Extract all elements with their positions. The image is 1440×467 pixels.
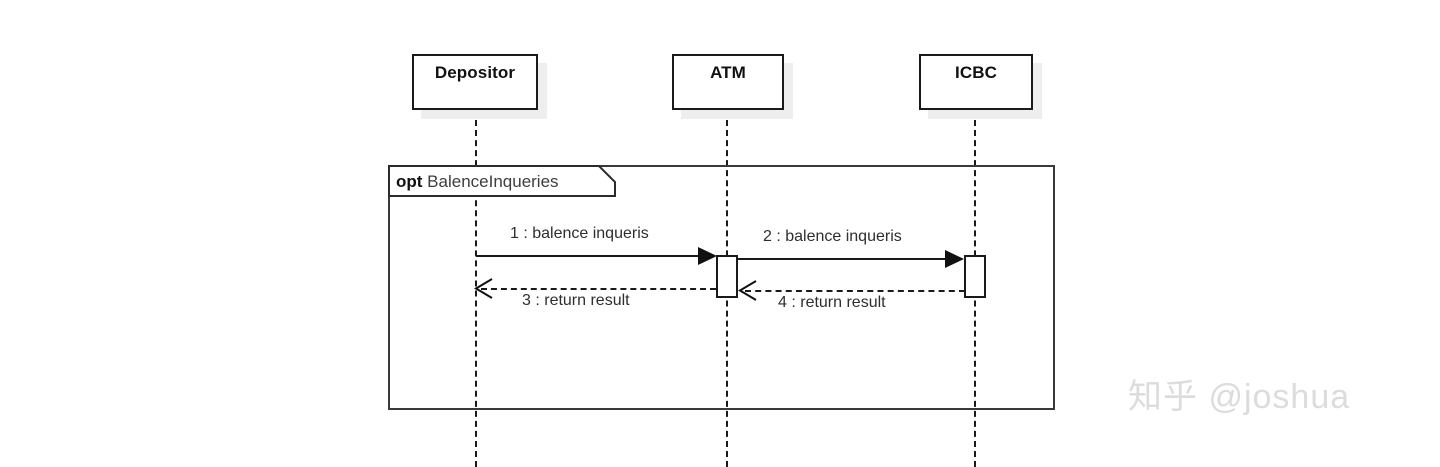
activation-bar-icbc[interactable]: [964, 255, 986, 298]
fragment-operator-tab: [388, 165, 618, 198]
participant-icbc[interactable]: ICBC: [919, 54, 1033, 110]
message-3-arrowhead-open: [472, 278, 494, 300]
participant-atm[interactable]: ATM: [672, 54, 784, 110]
message-2-label: 2 : balence inqueris: [763, 228, 902, 245]
activation-bar-atm[interactable]: [716, 255, 738, 298]
fragment-label: opt BalenceInqueries: [396, 173, 559, 190]
message-3-line[interactable]: [481, 288, 716, 290]
message-1-arrowhead-filled: [697, 245, 719, 267]
message-1-label: 1 : balence inqueris: [510, 225, 649, 242]
message-3-label: 3 : return result: [522, 292, 630, 309]
participant-icbc-label: ICBC: [955, 63, 997, 82]
watermark: 知乎 @joshua: [1128, 378, 1351, 416]
participant-atm-label: ATM: [710, 63, 746, 82]
participant-depositor-label: Depositor: [434, 63, 516, 82]
message-1-line[interactable]: [476, 255, 712, 257]
message-4-line[interactable]: [745, 290, 965, 292]
combined-fragment-opt[interactable]: [388, 165, 1055, 410]
message-4-arrowhead-open: [736, 280, 758, 302]
fragment-operator: opt: [396, 172, 423, 191]
message-2-arrowhead-filled: [944, 248, 966, 270]
message-2-line[interactable]: [738, 258, 960, 260]
message-4-label: 4 : return result: [778, 294, 886, 311]
fragment-guard: BalenceInqueries: [427, 172, 559, 191]
participant-depositor[interactable]: Depositor: [412, 54, 538, 110]
